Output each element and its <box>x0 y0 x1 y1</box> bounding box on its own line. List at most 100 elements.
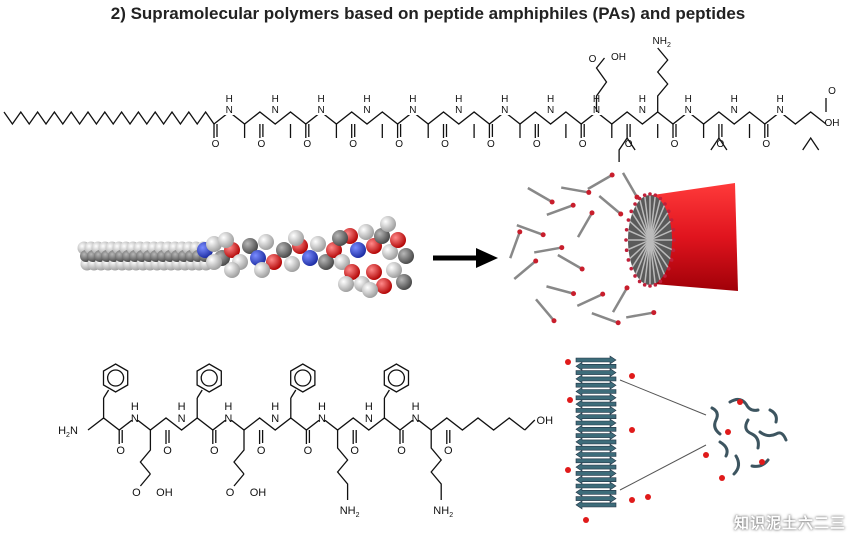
figure-title: 2) Supramolecular polymers based on pept… <box>110 4 746 23</box>
label-bg <box>637 103 648 115</box>
pa-headgroup <box>624 238 628 242</box>
pa-in-fiber <box>634 239 651 277</box>
benzene-ring <box>196 363 222 393</box>
oxygen-label: O <box>828 86 836 97</box>
hydrogen-atom <box>358 224 374 240</box>
ion-dot <box>645 494 651 500</box>
pa-headgroup <box>663 274 667 278</box>
pa-headgroup <box>633 274 637 278</box>
pa-structure <box>3 47 827 162</box>
oxygen-atom <box>366 264 382 280</box>
pa-molecule <box>546 204 574 216</box>
hydrogen-label: H <box>131 401 139 413</box>
label-bg <box>270 408 281 420</box>
pa-molecule <box>557 253 583 271</box>
beta-strand <box>575 456 617 466</box>
ion-dot <box>629 373 635 379</box>
hydrogen-atom <box>334 254 350 270</box>
pa-headgroup <box>651 310 657 316</box>
hydrogen-label: H <box>685 94 692 105</box>
pa-molecule <box>576 292 604 308</box>
benzene-ring <box>290 363 316 393</box>
random-coil <box>728 397 760 412</box>
pa-headgroup <box>624 227 629 232</box>
pa-in-fiber <box>634 203 651 241</box>
random-coil <box>750 458 770 468</box>
pa-headgroup <box>637 279 642 284</box>
pa-headgroup <box>615 320 621 326</box>
aromatic-circle <box>387 369 406 387</box>
hydrogen-label: H <box>455 94 462 105</box>
ion-dot <box>583 517 589 523</box>
pa-in-fiber <box>649 239 673 261</box>
ion-dot <box>565 467 571 473</box>
nitrogen-label: N <box>272 105 279 116</box>
pa-headgroup <box>642 193 647 197</box>
pa-in-fiber <box>649 229 674 241</box>
pa-molecule <box>533 246 563 254</box>
oxygen-label: O <box>717 139 725 150</box>
label-bg <box>317 408 327 420</box>
pa-molecule <box>527 186 553 204</box>
connector-line-top <box>619 379 707 416</box>
carbon-atom <box>276 242 292 258</box>
pa-headgroup <box>633 202 637 206</box>
benzene-ring <box>102 363 129 393</box>
random-coil <box>744 418 760 450</box>
pa-headgroup <box>626 218 631 222</box>
pa-headgroup <box>653 193 658 197</box>
nitrogen-label: N <box>455 105 462 116</box>
ion-dot <box>703 452 709 458</box>
pa-molecule <box>513 260 537 280</box>
pa-headgroup <box>648 284 652 288</box>
oxygen-label: O <box>132 487 141 499</box>
hydrogen-atom <box>380 216 396 232</box>
nitrogen-label: N <box>226 105 233 116</box>
pa-in-fiber <box>649 239 666 277</box>
beta-strand <box>575 355 617 365</box>
pa-headgroup <box>626 258 631 262</box>
phenylalanine-bond <box>290 389 297 399</box>
pa-headgroup <box>624 248 629 253</box>
beta-strand <box>575 431 617 441</box>
pa-headgroup <box>600 291 606 297</box>
beta-strand <box>575 500 617 510</box>
aromatic-circle <box>200 369 218 387</box>
oxygen-label: O <box>444 445 453 457</box>
oxygen-label: O <box>671 139 679 150</box>
hydrogen-atom <box>218 232 234 248</box>
label-bg <box>729 103 740 115</box>
hydrogen-atom <box>386 262 402 278</box>
hydrogen-label: H <box>409 94 416 105</box>
lysine-side-chain <box>430 430 443 500</box>
oxygen-label: O <box>210 445 219 457</box>
label-bg <box>223 408 234 420</box>
pa-headgroup <box>669 218 674 222</box>
nitrogen-label: N <box>639 105 646 116</box>
pa-in-fiber <box>638 239 651 282</box>
oxygen-label: O <box>303 139 311 150</box>
ion-dot <box>629 427 635 433</box>
hydrogen-atom <box>362 282 378 298</box>
watermark: 知识泥土六二三 <box>733 515 846 532</box>
beta-strand <box>575 368 617 378</box>
hydrogen-label: H <box>412 401 420 413</box>
pa-headgroup <box>549 199 555 205</box>
oxygen-atom <box>344 264 360 280</box>
nitrogen-label: N <box>365 413 373 425</box>
label-bg <box>407 103 418 115</box>
random-coil <box>768 408 778 424</box>
nitrogen-label: N <box>178 413 186 425</box>
beta-strand <box>575 449 617 460</box>
pa-molecule <box>598 195 622 215</box>
beta-strand <box>575 475 617 485</box>
pa-in-fiber <box>649 219 673 241</box>
pa-molecule <box>535 298 555 322</box>
oxygen-label: O <box>589 54 597 65</box>
hydrogen-atom <box>338 276 354 292</box>
hydrogen-atom <box>288 230 304 246</box>
fiber-cross-section <box>624 192 676 288</box>
beta-strand <box>575 393 617 403</box>
nitrogen-atom <box>302 250 318 266</box>
glutamate-side-chain <box>233 430 245 475</box>
